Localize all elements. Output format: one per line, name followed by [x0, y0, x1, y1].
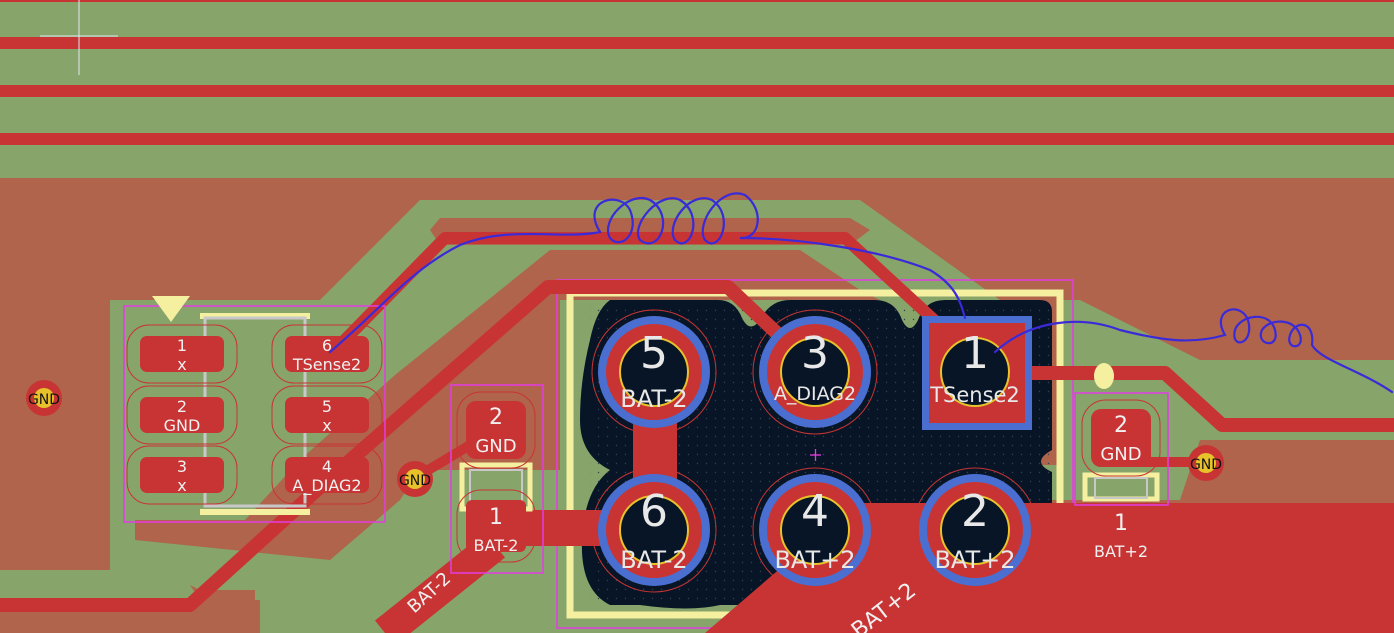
via-label: GND	[399, 473, 431, 489]
connector-small-courtyard	[123, 305, 386, 523]
trace[interactable]	[0, 0, 1394, 2]
connector-small-silk-bottom	[200, 509, 310, 515]
pad-clearance	[456, 489, 536, 563]
pad-net: TSense2	[292, 355, 361, 374]
pad-net: GND	[1100, 444, 1141, 465]
hole-net: BAT-2	[620, 546, 687, 574]
trace-tsense2-right[interactable]	[975, 366, 1394, 432]
pad-number: 2	[177, 397, 187, 416]
connector-big-labels: 5 BAT-2 3 A_DIAG2 1 TSense2 6 BAT-2 4 BA…	[620, 328, 1020, 574]
via-label: GND	[1190, 457, 1222, 473]
pad-number: 6	[322, 336, 332, 355]
hole-net: BAT+2	[934, 546, 1015, 574]
ratsnest	[328, 192, 1394, 394]
hole-net: A_DIAG2	[774, 383, 856, 405]
pad-clearance	[456, 391, 536, 469]
footprint-courtyard	[450, 384, 544, 574]
ratsnest-line	[328, 192, 967, 354]
pad-1[interactable]	[466, 500, 526, 552]
pad-clearance-rings	[126, 324, 383, 505]
pad-number: 3	[177, 457, 187, 476]
trace-bat-minus-diag[interactable]	[375, 532, 505, 633]
via-label: GND	[28, 392, 60, 408]
top-traces	[0, 0, 1394, 145]
pad-2[interactable]	[1091, 409, 1151, 467]
pad-4[interactable]	[285, 457, 369, 493]
pad-number: 1	[489, 505, 503, 530]
silk-dot	[1094, 363, 1114, 389]
hole-number: 6	[640, 486, 668, 537]
trace[interactable]	[0, 85, 1394, 97]
hole-clearance-rings	[591, 309, 1038, 593]
via-left[interactable]: GND	[26, 380, 62, 416]
via-center[interactable]: GND	[397, 461, 433, 497]
hole-3[interactable]	[759, 316, 871, 428]
via-right[interactable]: GND	[1188, 445, 1224, 481]
pad-net: x	[177, 355, 186, 374]
hole-number: 4	[801, 486, 829, 537]
trace-a-diag2-left[interactable]	[0, 472, 335, 612]
footprint-right-2pin[interactable]: 2 GND 1 BAT+2	[1074, 363, 1169, 561]
pad-3[interactable]	[140, 457, 224, 493]
hole-number: 1	[961, 328, 989, 379]
pad-2[interactable]	[140, 397, 224, 433]
copper-zone-island[interactable]	[180, 600, 260, 633]
connector-small[interactable]: 1 x 2 GND 3 x 6 TSense2 5 x 4 A_DIAG2	[123, 296, 386, 523]
pad-clearance	[1081, 399, 1161, 477]
hole-net: BAT+2	[774, 546, 855, 574]
hole-2[interactable]	[919, 474, 1031, 586]
pad-number: 4	[322, 457, 332, 476]
pad-net: x	[177, 476, 186, 495]
ratsnest-line	[993, 308, 1394, 394]
hole-4[interactable]	[759, 474, 871, 586]
connector-small-silk-top	[200, 313, 310, 319]
trace[interactable]	[0, 37, 1394, 49]
pad-2[interactable]	[466, 401, 526, 459]
pad-number: 2	[1114, 413, 1128, 438]
pad-net: A_DIAG2	[292, 476, 361, 496]
hole-1[interactable]	[940, 337, 1010, 407]
footprint-outline	[1094, 477, 1148, 499]
trace-tsense2[interactable]	[325, 232, 950, 360]
pad-1[interactable]	[140, 336, 224, 372]
pad-number: 2	[489, 405, 503, 430]
hole-number: 2	[961, 486, 989, 537]
footprint-courtyard	[1074, 392, 1169, 506]
hole-net: TSense2	[929, 383, 1020, 407]
connector-big-holes	[591, 309, 1038, 593]
hole-6[interactable]	[598, 474, 710, 586]
pad-5[interactable]	[285, 397, 369, 433]
pad-number: 5	[322, 397, 332, 416]
pad-group	[140, 336, 369, 493]
pad-labels: 1 x 2 GND 3 x 6 TSense2 5 x 4 A_DIAG2	[164, 336, 362, 496]
hole-number: 3	[801, 328, 829, 379]
pad-number: 1	[177, 336, 187, 355]
hole-number: 5	[640, 328, 668, 379]
pad-net: GND	[164, 416, 201, 435]
pad-6[interactable]	[285, 336, 369, 372]
hole-5[interactable]	[598, 316, 710, 428]
pad-net: BAT+2	[1094, 542, 1148, 561]
footprint-left-2pin[interactable]: 2 GND 1 BAT-2	[450, 384, 544, 574]
pad-net: BAT-2	[474, 536, 519, 555]
crosshair-cursor-icon	[40, 0, 118, 75]
plus-marker-icon	[810, 449, 821, 461]
pad-net: GND	[475, 436, 516, 457]
pin1-marker-icon	[152, 296, 190, 322]
hole-net: BAT-2	[620, 385, 687, 413]
trace-a-diag2[interactable]	[325, 280, 805, 484]
pad-number: 1	[1114, 511, 1128, 536]
trace[interactable]	[0, 133, 1394, 145]
zone-clearance-left	[0, 570, 200, 600]
pad-net: x	[322, 416, 331, 435]
